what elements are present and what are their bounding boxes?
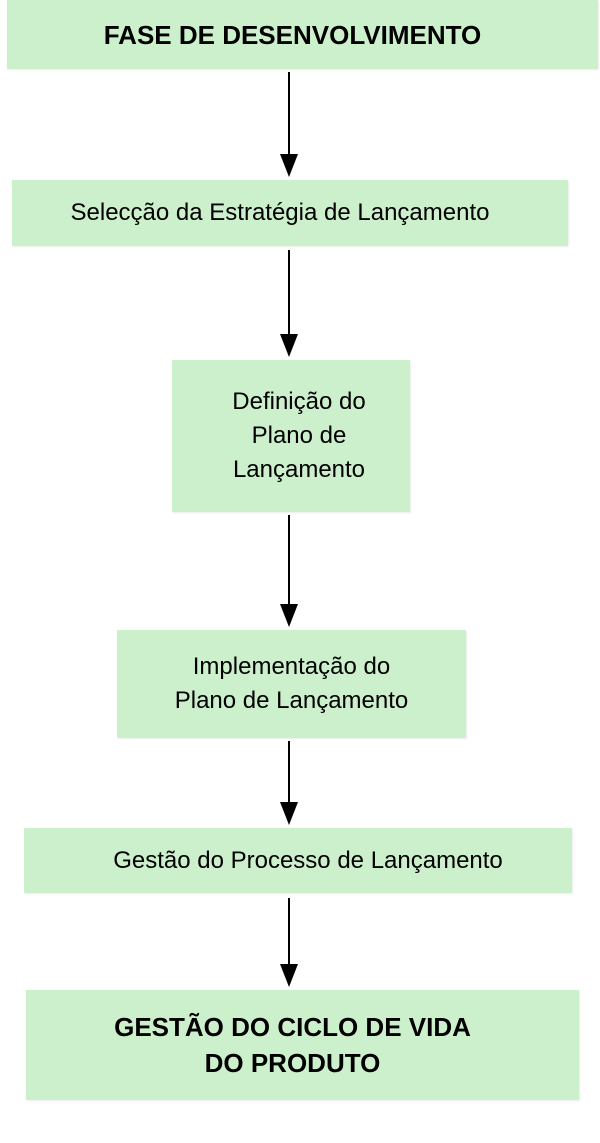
arrow-gestao-processo-to-ciclo-vida [280,898,298,987]
node-implementacao-plano: Implementação do Plano de Lançamento [117,630,466,738]
node-implementacao-plano-label: Implementação do Plano de Lançamento [174,653,409,714]
node-gestao-ciclo-vida: GESTÃO DO CICLO DE VIDA DO PRODUTO [26,990,579,1100]
arrow-seleccao-to-definicao [280,250,298,357]
node-gestao-ciclo-vida-label: GESTÃO DO CICLO DE VIDA DO PRODUTO [114,1012,471,1078]
node-fase-desenvolvimento: FASE DE DESENVOLVIMENTO [7,0,598,69]
arrow-fase-to-seleccao [280,72,298,177]
node-gestao-processo-label: Gestão do Processo de Lançamento [113,846,503,874]
arrow-implementacao-to-gestao-processo [280,741,298,825]
node-seleccao-estrategia: Selecção da Estratégia de Lançamento [12,180,568,246]
node-definicao-plano-label: Definição do Plano de Lançamento [232,388,366,483]
node-gestao-processo: Gestão do Processo de Lançamento [24,828,572,893]
node-seleccao-estrategia-label: Selecção da Estratégia de Lançamento [70,199,490,226]
node-definicao-plano: Definição do Plano de Lançamento [172,360,410,512]
node-fase-desenvolvimento-label: FASE DE DESENVOLVIMENTO [103,19,482,50]
arrow-definicao-to-implementacao [280,515,298,627]
